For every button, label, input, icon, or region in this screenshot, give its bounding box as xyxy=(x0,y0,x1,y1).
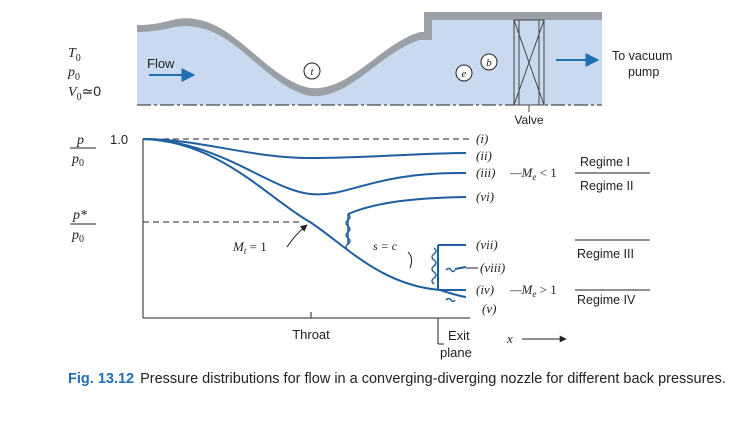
curve-ii xyxy=(142,138,467,160)
xlabel-throat: Throat xyxy=(292,327,330,342)
flow-label: Flow xyxy=(147,56,175,71)
svg-text:b: b xyxy=(486,57,492,69)
nozzle-pressure-figure: Valve Flow To vacuum pump t e b T0 p0 V0… xyxy=(67,12,672,360)
shock-wave-v xyxy=(445,297,456,303)
svg-text:t: t xyxy=(310,66,314,78)
ylabel-p0: p0 xyxy=(71,152,84,169)
curve-supersonic xyxy=(142,138,441,291)
shock-wave-vi xyxy=(345,213,351,251)
valve-label: Valve xyxy=(514,113,543,127)
curve-v xyxy=(439,289,467,298)
throat-mach-label: Mt = 1 xyxy=(232,239,267,256)
curve-vi xyxy=(347,196,467,215)
xlabel-plane: plane xyxy=(440,345,472,360)
label-curve-vii: (vii) xyxy=(476,237,498,252)
label-curve-iii: (iii) xyxy=(476,165,496,180)
isentropic-brace xyxy=(407,251,413,269)
curve-viii xyxy=(454,266,467,270)
mach-subsonic-condition: —Me < 1 xyxy=(509,165,557,182)
nozzle-wall xyxy=(137,12,602,97)
caption-text: Pressure distributions for flow in a con… xyxy=(140,371,726,387)
inlet-temperature: T0 xyxy=(68,46,81,64)
pump-label-line2: pump xyxy=(628,65,659,79)
caption-label: Fig. 13.12 xyxy=(68,371,135,387)
inlet-pressure: p0 xyxy=(67,65,80,83)
regime-2: Regime II xyxy=(580,179,634,193)
label-curve-ii: (ii) xyxy=(476,148,492,163)
ylabel-p: p xyxy=(76,133,84,148)
isentropic-label: s = c xyxy=(373,239,398,253)
regime-3: Regime III xyxy=(577,247,634,261)
ylabel-pstar: p* xyxy=(72,208,87,223)
shock-wave-exit xyxy=(431,247,437,285)
valve xyxy=(513,19,545,112)
svg-text:e: e xyxy=(462,68,467,80)
regime-4: Regime IV xyxy=(577,293,636,307)
pump-label-line1: To vacuum xyxy=(612,49,672,63)
marker-back: b xyxy=(480,53,498,71)
xlabel-exit: Exit xyxy=(448,328,470,343)
label-curve-vi: (vi) xyxy=(476,189,494,204)
ytick-1: 1.0 xyxy=(110,132,128,147)
marker-throat: t xyxy=(303,62,321,80)
figure-caption: Fig. 13.12 Pressure distributions for flo… xyxy=(68,370,728,389)
label-curve-viii: (viii) xyxy=(480,260,505,275)
ylabel-pstar-p0: p0 xyxy=(71,228,84,245)
throat-leader-arrow xyxy=(286,224,308,248)
label-curve-v: (v) xyxy=(482,301,496,316)
nozzle-schematic: Valve Flow To vacuum pump t e b T0 p0 V0… xyxy=(67,12,672,127)
marker-exit: e xyxy=(455,64,473,82)
pressure-plot: p p0 1.0 p* p0 (i) (i xyxy=(70,131,650,360)
regime-1: Regime I xyxy=(580,155,630,169)
shock-wave-viii xyxy=(445,267,456,273)
inlet-velocity: V0≃0 xyxy=(68,83,101,103)
label-curve-i: (i) xyxy=(476,131,488,146)
label-curve-iv: (iv) xyxy=(476,282,494,297)
xlabel-x: x xyxy=(506,331,513,346)
curve-iii xyxy=(142,138,467,196)
mach-supersonic-condition: —Me > 1 xyxy=(509,282,557,299)
nozzle-fluid xyxy=(137,20,602,105)
